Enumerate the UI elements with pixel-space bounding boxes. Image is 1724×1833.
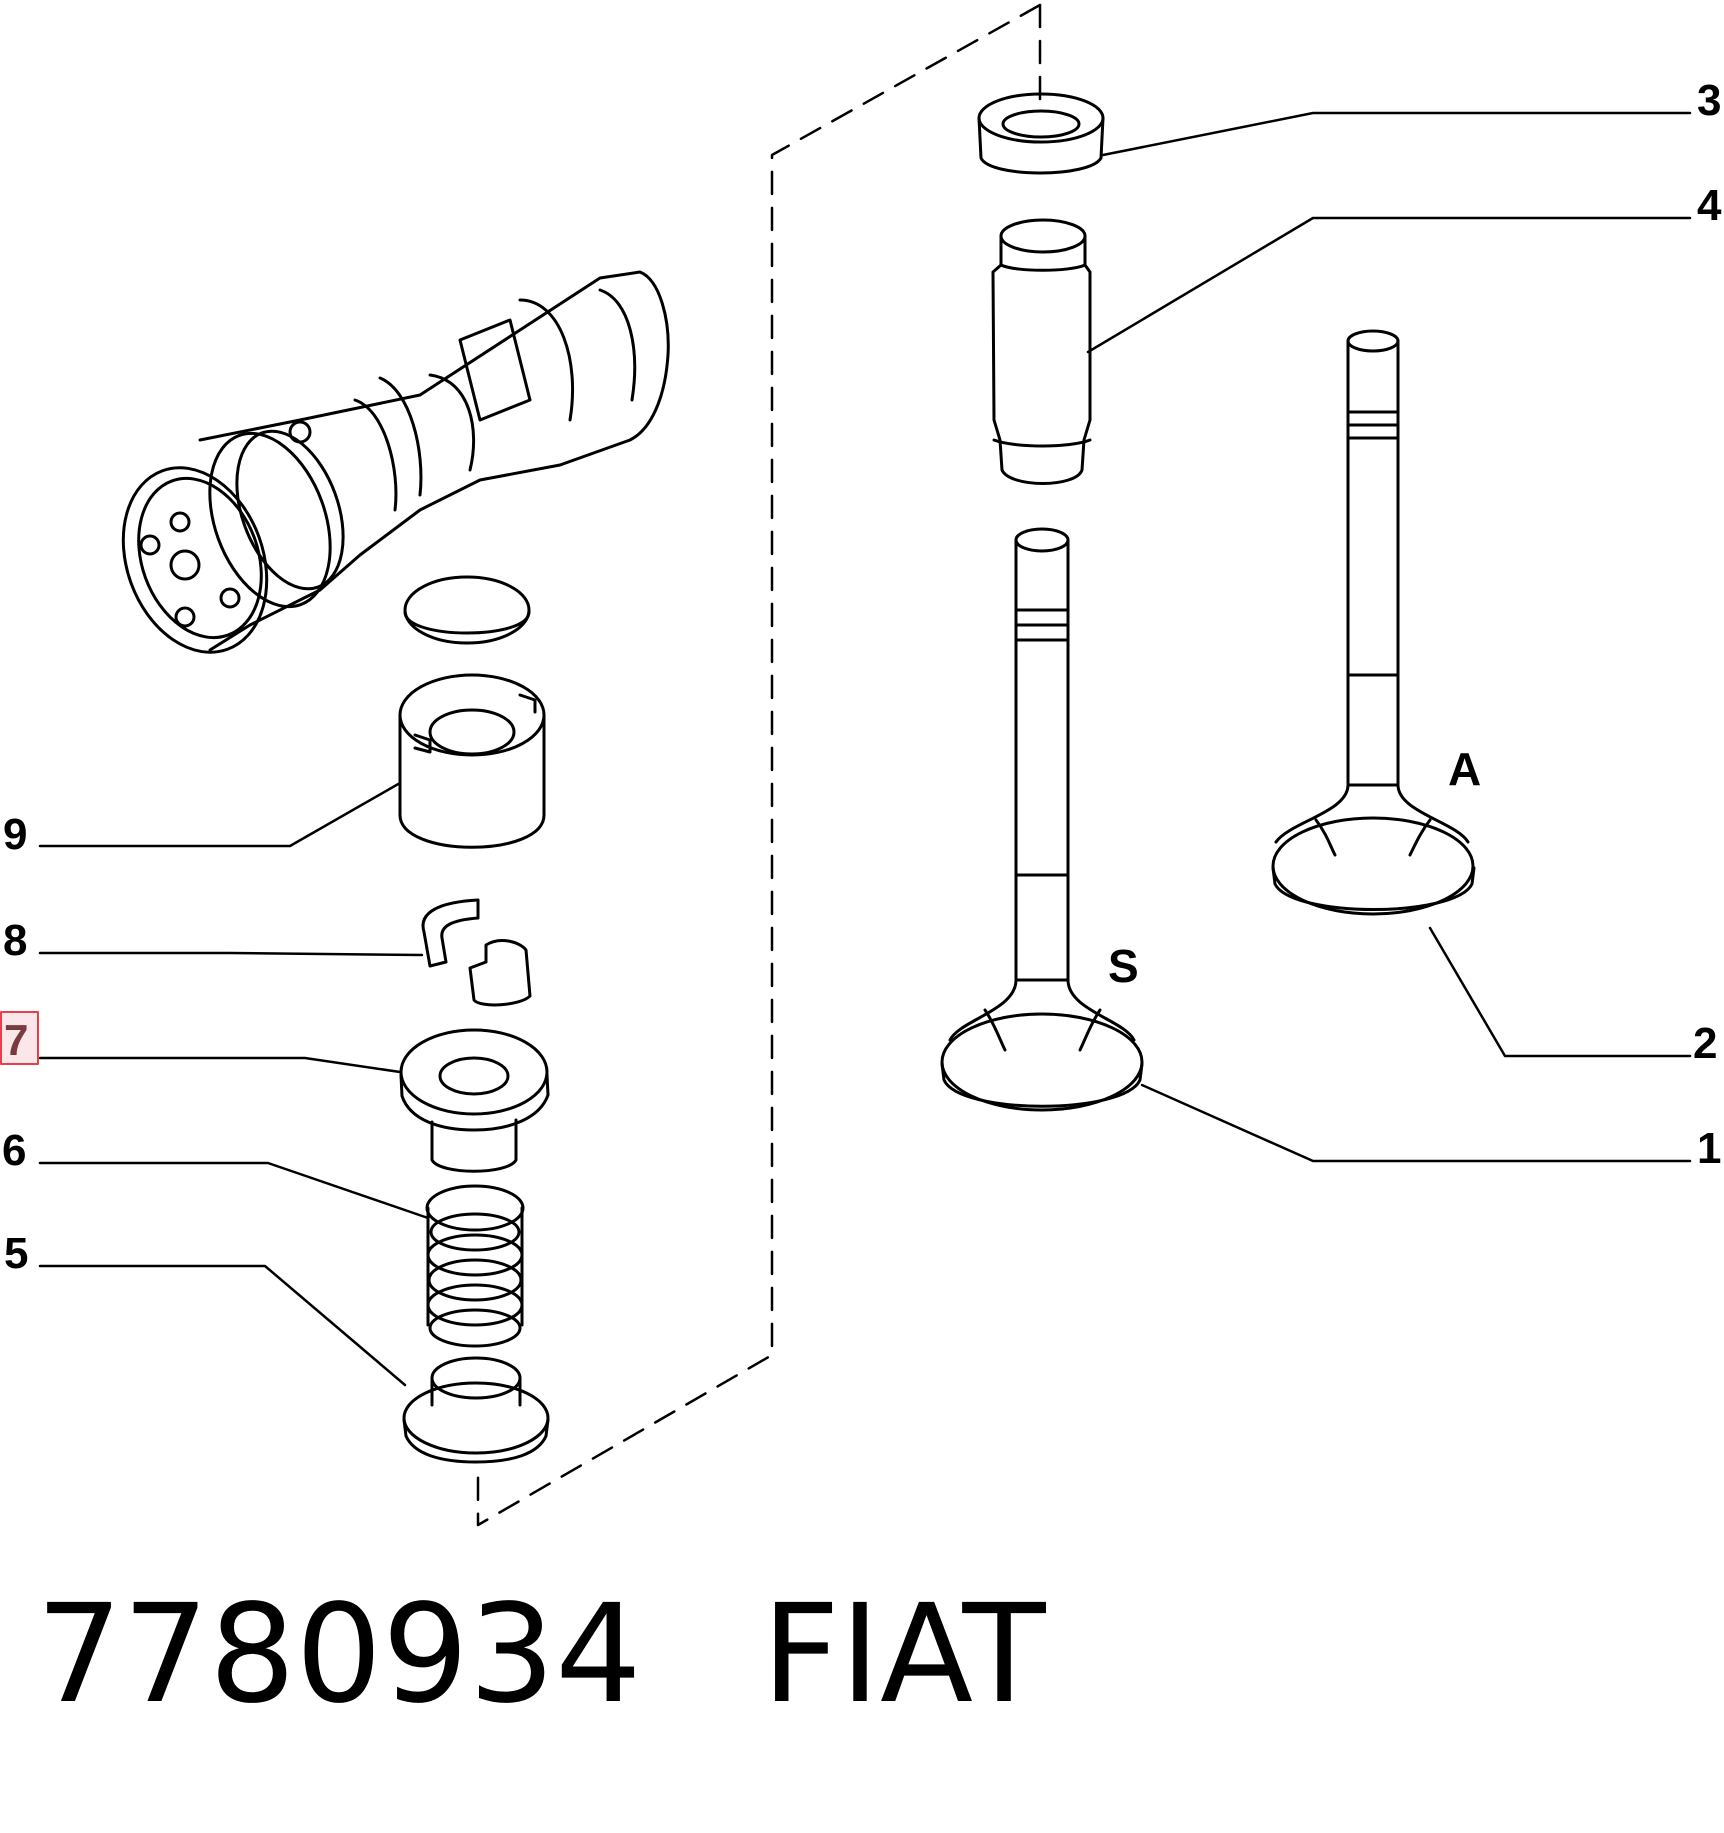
callout-3: 3 bbox=[1697, 76, 1721, 125]
callout-8: 8 bbox=[3, 916, 27, 965]
callout-numbers: 3 4 2 1 9 8 7 6 5 A S bbox=[2, 76, 1722, 1278]
exhaust-valve bbox=[940, 527, 1144, 1112]
callout-6: 6 bbox=[2, 1126, 26, 1175]
footer: 7780934 FIAT bbox=[36, 1555, 1046, 1755]
leader-8 bbox=[38, 951, 424, 957]
part-number: 7780934 bbox=[36, 1576, 642, 1734]
spring-seat bbox=[402, 1356, 550, 1464]
callout-9: 9 bbox=[3, 810, 27, 859]
dashed-outline bbox=[476, 3, 1042, 1527]
shim-disc bbox=[403, 575, 531, 645]
valve-stem-seal bbox=[977, 92, 1105, 175]
intake-valve bbox=[1271, 329, 1476, 916]
leader-3 bbox=[1101, 111, 1692, 157]
leader-4 bbox=[1086, 216, 1692, 354]
camshaft bbox=[121, 270, 670, 654]
callout-2: 2 bbox=[1693, 1019, 1717, 1068]
bucket-tappet bbox=[398, 673, 546, 849]
callout-5: 5 bbox=[4, 1229, 28, 1278]
valve-cotters bbox=[421, 898, 532, 1007]
leader-lines bbox=[38, 111, 1692, 1387]
valve-guide bbox=[991, 218, 1092, 485]
callout-4: 4 bbox=[1697, 181, 1722, 230]
leader-1 bbox=[1140, 1083, 1692, 1163]
leader-6 bbox=[38, 1161, 430, 1220]
leader-9 bbox=[38, 781, 402, 848]
label-exhaust-s: S bbox=[1108, 940, 1139, 992]
callout-1: 1 bbox=[1697, 1124, 1721, 1173]
leader-7 bbox=[38, 1056, 402, 1074]
valve-spring bbox=[425, 1184, 525, 1348]
brand-name: FIAT bbox=[761, 1576, 1046, 1734]
callout-7: 7 bbox=[4, 1016, 28, 1065]
highlight-box bbox=[0, 1011, 39, 1065]
label-intake-a: A bbox=[1448, 743, 1481, 795]
leader-5 bbox=[38, 1264, 407, 1387]
spring-retainer bbox=[399, 1028, 550, 1173]
leader-2 bbox=[1428, 926, 1692, 1058]
